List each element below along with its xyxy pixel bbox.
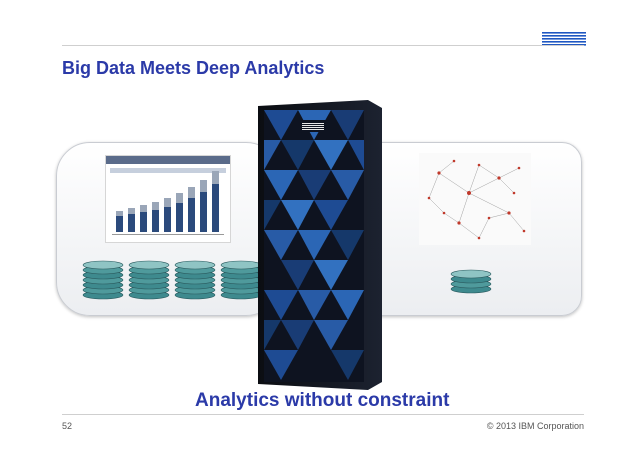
- page-number: 52: [62, 421, 73, 431]
- server-rack-image: [258, 100, 382, 390]
- disk-stack: [450, 269, 492, 294]
- disk-stack: [220, 260, 262, 300]
- slide-title: Big Data Meets Deep Analytics: [62, 58, 325, 78]
- network-graph-thumbnail: [419, 153, 531, 245]
- tagline: Analytics without constraint: [195, 390, 450, 411]
- copyright: © 2013 IBM Corporation: [486, 421, 584, 431]
- disk-stack: [128, 260, 170, 300]
- disk-stack: [82, 260, 124, 300]
- bar-chart-thumbnail: [105, 155, 231, 243]
- footer-divider: [62, 414, 584, 415]
- disk-stack: [174, 260, 216, 300]
- left-panel: [56, 142, 280, 316]
- header-divider: [62, 45, 584, 46]
- ibm-logo: IBM: [542, 32, 586, 46]
- right-panel: [362, 142, 582, 316]
